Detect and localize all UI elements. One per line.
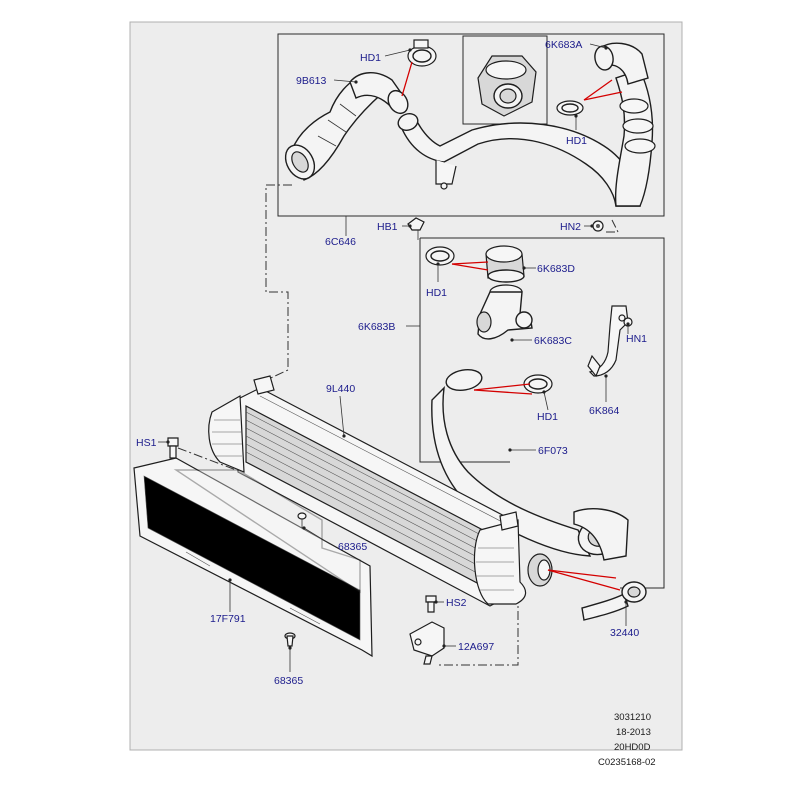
hose-9b613-icon: [284, 72, 409, 181]
reference-line-4: C0235168-02: [598, 757, 656, 768]
hose-clamp-hd1-low-icon: [523, 374, 553, 394]
callout-6k683d: 6K683D: [537, 263, 575, 275]
callout-6c646: 6C646: [325, 236, 356, 248]
callout-6f073: 6F073: [538, 445, 568, 457]
callout-6k683b: 6K683B: [358, 321, 395, 333]
callout-6k683c: 6K683C: [534, 335, 572, 347]
assembly-line-panel: [177, 447, 237, 471]
callout-hn1: HN1: [626, 333, 647, 345]
hose-clamp-hd1-right-icon: [556, 100, 584, 116]
callout-hn2: HN2: [560, 221, 581, 233]
connector-6k683d-icon: [485, 245, 525, 283]
charge-pipe-6c646-icon: [397, 113, 641, 207]
nut-hn2-icon: [592, 220, 604, 232]
pin-68365-mid-icon: [297, 512, 307, 528]
turbocharger-outlet-icon: [477, 55, 537, 117]
callout-6k864: 6K864: [589, 405, 620, 417]
hose-6k683a-icon: [594, 42, 656, 207]
callout-6k683a: 6K683A: [545, 39, 582, 51]
callout-hb1: HB1: [377, 221, 398, 233]
intercooler-9l440-icon: [208, 375, 553, 607]
hose-32440-icon: [581, 581, 647, 621]
bolt-hs1-icon: [167, 437, 179, 459]
callout-17f791: 17F791: [210, 613, 246, 625]
callout-9b613: 9B613: [296, 75, 327, 87]
callout-68365-mid: 68365: [338, 541, 367, 553]
bolt-hb1-icon: [407, 217, 425, 240]
hose-clamp-hd1-top-icon: [407, 39, 437, 67]
callout-hd1-mid: HD1: [426, 287, 447, 299]
bracket-12a697-icon: [409, 621, 445, 665]
air-deflector-17f791-icon: [133, 457, 373, 658]
callout-32440: 32440: [610, 627, 639, 639]
reference-line-2: 18-2013: [616, 727, 651, 738]
callout-hd1-top: HD1: [360, 52, 381, 64]
clip-leaders: [401, 61, 623, 591]
assembly-line-right: [606, 219, 619, 233]
callout-hd1-low: HD1: [537, 411, 558, 423]
reference-block: 3031210 18-2013 20HD0D C0235168-02: [598, 712, 656, 768]
reference-line-1: 3031210: [614, 712, 651, 723]
hose-clamp-hd1-mid-icon: [425, 246, 455, 266]
pin-68365-low-icon: [284, 632, 296, 647]
callout-9l440: 9L440: [326, 383, 355, 395]
callout-hs1: HS1: [136, 437, 157, 449]
assembly-line-left: [261, 184, 292, 383]
connector-6k683c-icon: [476, 284, 533, 340]
callout-hs2: HS2: [446, 597, 467, 609]
reference-line-3: 20HD0D: [614, 742, 651, 753]
callout-leaders: [158, 43, 630, 672]
callout-68365-low: 68365: [274, 675, 303, 687]
bolt-hs2-icon: [425, 595, 437, 613]
callout-12a697: 12A697: [458, 641, 494, 653]
callout-hd1-right: HD1: [566, 135, 587, 147]
bracket-6k864-icon: [587, 305, 629, 378]
upper-hose-group-box: [277, 33, 665, 217]
